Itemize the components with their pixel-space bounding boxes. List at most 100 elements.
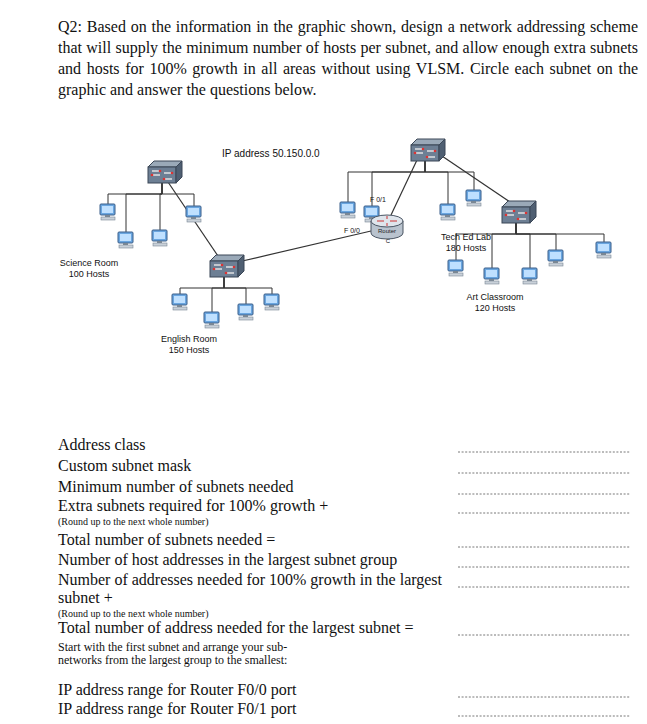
pc-screen bbox=[450, 262, 461, 269]
room-label: Art Classroom 120 Hosts bbox=[460, 292, 530, 314]
router-arrow bbox=[387, 216, 388, 219]
router-id: C bbox=[384, 238, 392, 245]
pc-icon bbox=[448, 260, 463, 276]
question-row: Number of host addresses in the largest … bbox=[58, 551, 450, 569]
switch-icon bbox=[210, 255, 244, 277]
network-address: IP address 50.150.0.0 bbox=[222, 148, 342, 160]
switch-body bbox=[210, 261, 238, 277]
question-row: Address class bbox=[58, 436, 448, 454]
pc-base bbox=[523, 281, 537, 284]
lan-drop bbox=[224, 276, 272, 294]
lan-drop bbox=[126, 182, 162, 232]
pc-monitor bbox=[596, 242, 611, 253]
pc-monitor bbox=[118, 232, 133, 243]
router-arrow bbox=[377, 221, 384, 222]
switch-icon bbox=[502, 201, 536, 223]
lan-drop bbox=[180, 276, 224, 294]
pc-screen bbox=[442, 206, 453, 213]
question-row: Custom subnet mask bbox=[58, 457, 448, 475]
pc-icon bbox=[238, 304, 253, 320]
pc-monitor bbox=[152, 230, 167, 241]
pc-monitor bbox=[364, 206, 379, 217]
pc-base bbox=[341, 215, 355, 218]
switch-arrow-head bbox=[159, 170, 162, 173]
pc-stand bbox=[445, 215, 450, 217]
pc-icon bbox=[340, 202, 355, 218]
pc-monitor bbox=[264, 294, 279, 305]
switch-arrow-head bbox=[434, 150, 437, 153]
pc-base bbox=[441, 217, 455, 220]
node-label: Router bbox=[378, 228, 396, 234]
pc-monitor bbox=[448, 260, 463, 271]
pc-screen bbox=[550, 252, 561, 259]
network-wire bbox=[238, 231, 371, 262]
lan-drop bbox=[212, 276, 224, 312]
router-arrow bbox=[390, 221, 397, 222]
lan-drop bbox=[108, 182, 162, 204]
pc-screen bbox=[188, 208, 199, 215]
question-row: Extra subnets required for 100% growth + bbox=[58, 497, 448, 515]
lan-drop bbox=[516, 222, 556, 250]
pc-stand bbox=[345, 213, 350, 215]
answer-blank bbox=[458, 473, 630, 474]
switch-body bbox=[411, 145, 439, 161]
pc-stand bbox=[191, 217, 196, 219]
lan-drop bbox=[516, 222, 604, 242]
question-row: Total number of subnets needed = bbox=[58, 531, 448, 549]
network-wire bbox=[391, 160, 417, 215]
switch-icon bbox=[148, 161, 182, 183]
note-row: (Round up to the next whole number) bbox=[58, 608, 448, 620]
pc-screen bbox=[486, 270, 497, 277]
pc-stand bbox=[601, 253, 606, 255]
switch-arrow-head bbox=[414, 152, 417, 155]
room-label: Tech Ed Lab 180 Hosts bbox=[436, 232, 496, 254]
question-row: Minimum number of subnets needed bbox=[58, 478, 448, 496]
pc-base bbox=[485, 281, 499, 284]
pc-icon bbox=[466, 190, 481, 206]
switch-arrow-head bbox=[213, 268, 216, 271]
answer-blank bbox=[458, 547, 630, 548]
pc-monitor bbox=[204, 312, 219, 323]
wire-group bbox=[108, 154, 604, 312]
network-wire bbox=[168, 182, 218, 256]
pc-screen bbox=[266, 296, 277, 303]
pc-base bbox=[205, 325, 219, 328]
lan-drop bbox=[162, 182, 194, 206]
lan-drop bbox=[425, 160, 448, 204]
answer-blank bbox=[458, 452, 630, 453]
pc-screen bbox=[174, 296, 185, 303]
pc-monitor bbox=[186, 206, 201, 217]
answer-blank bbox=[458, 635, 630, 636]
pc-icon bbox=[100, 204, 115, 220]
router-arrow bbox=[387, 223, 388, 226]
pc-monitor bbox=[466, 190, 481, 201]
switch-arrow-head bbox=[517, 218, 520, 221]
switch-arrow-head bbox=[151, 174, 154, 177]
question-row: IP address range for Router F0/1 port bbox=[58, 700, 448, 718]
switch-arrow-head bbox=[225, 272, 228, 275]
switch-body bbox=[502, 207, 530, 223]
pc-stand bbox=[157, 241, 162, 243]
pc-icon bbox=[522, 268, 537, 284]
pc-icon bbox=[548, 250, 563, 266]
pc-screen bbox=[154, 232, 165, 239]
switch-arrow-head bbox=[513, 210, 516, 213]
switch-body bbox=[148, 167, 176, 183]
switch-side bbox=[439, 139, 445, 161]
answer-blank bbox=[458, 494, 630, 495]
pc-screen bbox=[468, 192, 479, 199]
pc-stand bbox=[105, 215, 110, 217]
pc-base bbox=[449, 273, 463, 276]
pc-monitor bbox=[522, 268, 537, 279]
router-node: Router bbox=[376, 227, 398, 235]
lan-drop bbox=[492, 222, 516, 268]
pc-screen bbox=[598, 244, 609, 251]
pc-base bbox=[239, 317, 253, 320]
port-label: F 0/0 bbox=[344, 226, 370, 235]
pc-base bbox=[101, 217, 115, 220]
lan-drop bbox=[224, 276, 246, 304]
router-top bbox=[371, 215, 403, 227]
question-text: Q2: Based on the information in the grap… bbox=[58, 16, 638, 100]
room-label: English Room 150 Hosts bbox=[156, 334, 222, 356]
router-icon bbox=[371, 215, 403, 239]
